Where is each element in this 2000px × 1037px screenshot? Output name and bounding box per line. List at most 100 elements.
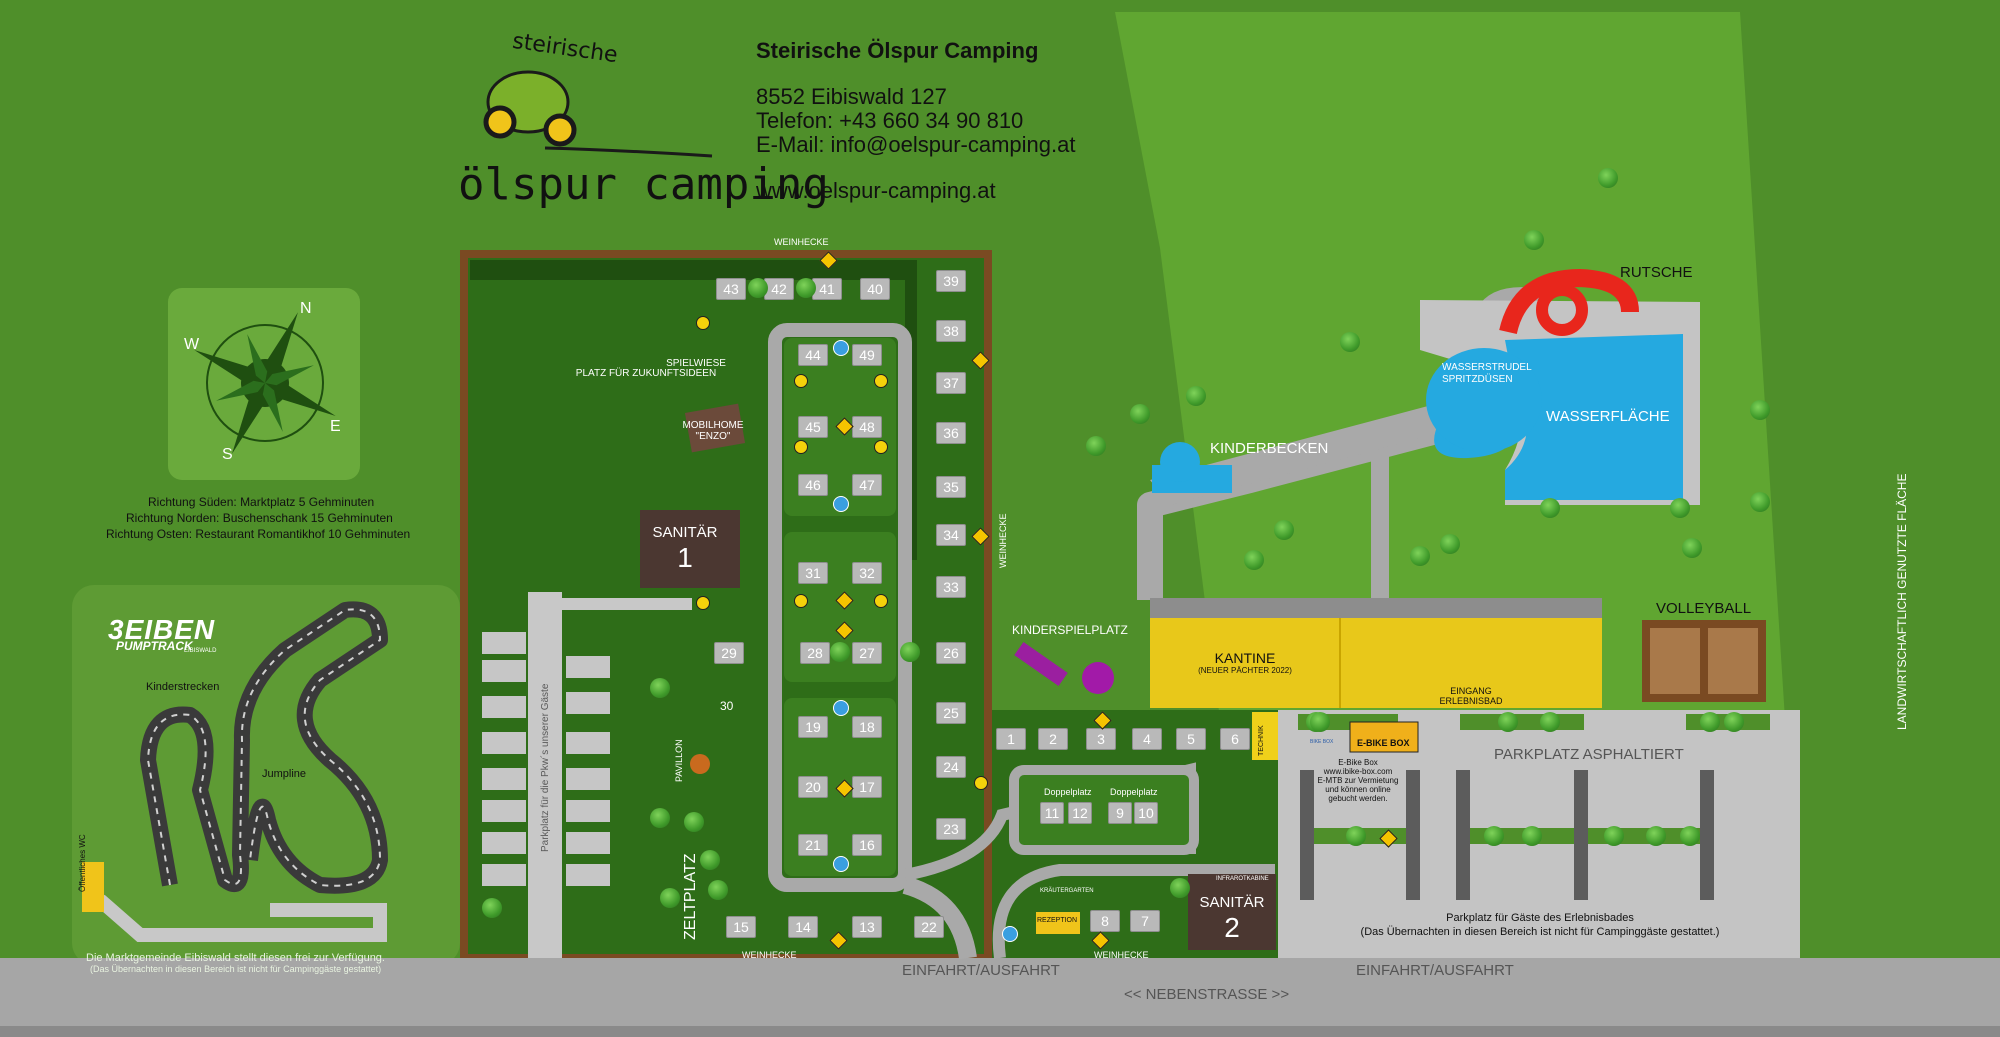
pitch-44[interactable]: 44 bbox=[798, 344, 828, 366]
pitch-13[interactable]: 13 bbox=[852, 916, 882, 938]
logo-graphic bbox=[483, 70, 713, 158]
pitch-6[interactable]: 6 bbox=[1220, 728, 1250, 750]
pitch-7[interactable]: 7 bbox=[1130, 910, 1160, 932]
camping-title: Steirische Ölspur Camping bbox=[756, 38, 1039, 63]
pitch-21[interactable]: 21 bbox=[798, 834, 828, 856]
tree bbox=[1310, 712, 1330, 732]
pitch-1[interactable]: 1 bbox=[996, 728, 1026, 750]
pitch-29[interactable]: 29 bbox=[714, 642, 744, 664]
playground-circle bbox=[1082, 662, 1114, 694]
tree bbox=[1522, 826, 1542, 846]
sanitaer-2-number: 2 bbox=[1224, 912, 1240, 943]
pitch-46[interactable]: 46 bbox=[798, 474, 828, 496]
pumptrack-note-2: (Das Übernachten in diesen Bereich ist n… bbox=[90, 964, 382, 974]
pitch-41[interactable]: 41 bbox=[812, 278, 842, 300]
weinhecke-bottom-1: WEINHECKE bbox=[742, 950, 797, 960]
tree bbox=[1680, 826, 1700, 846]
kantine bbox=[1150, 618, 1602, 708]
spritzduesen-label: SPRITZDÜSEN bbox=[1442, 374, 1513, 385]
website[interactable]: www.oelspur-camping.at bbox=[756, 178, 996, 203]
pitch-35[interactable]: 35 bbox=[936, 476, 966, 498]
weinhecke-top: WEINHECKE bbox=[774, 237, 829, 247]
pitch-37[interactable]: 37 bbox=[936, 372, 966, 394]
info-point-icon bbox=[794, 594, 808, 608]
sanitaer-2 bbox=[1188, 874, 1276, 950]
pitch-49[interactable]: 49 bbox=[852, 344, 882, 366]
wasserflaeche-label: WASSERFLÄCHE bbox=[1546, 408, 1670, 425]
info-point-icon bbox=[794, 440, 808, 454]
phone[interactable]: Telefon: +43 660 34 90 810 bbox=[756, 108, 1024, 133]
tree bbox=[482, 898, 502, 918]
pitch-9[interactable]: 9 bbox=[1108, 802, 1132, 824]
pitch-22[interactable]: 22 bbox=[914, 916, 944, 938]
tree bbox=[900, 642, 920, 662]
doppelplatz-1: Doppelplatz bbox=[1044, 787, 1092, 797]
pitch-43[interactable]: 43 bbox=[716, 278, 746, 300]
technik bbox=[1252, 712, 1278, 760]
pitch-11[interactable]: 11 bbox=[1040, 802, 1064, 824]
pitch-38[interactable]: 38 bbox=[936, 320, 966, 342]
ebike-info-4: und können online bbox=[1325, 785, 1391, 794]
pitch-17[interactable]: 17 bbox=[852, 776, 882, 798]
pitch-10[interactable]: 10 bbox=[1134, 802, 1158, 824]
pitch-30: 30 bbox=[720, 699, 734, 713]
pitch-2[interactable]: 2 bbox=[1038, 728, 1068, 750]
bicycle-icon bbox=[833, 856, 849, 872]
tree bbox=[1484, 826, 1504, 846]
pitch-16[interactable]: 16 bbox=[852, 834, 882, 856]
zeltplatz-label: ZELTPLATZ bbox=[682, 853, 699, 940]
pitch-32[interactable]: 32 bbox=[852, 562, 882, 584]
pitch-39[interactable]: 39 bbox=[936, 270, 966, 292]
tree bbox=[650, 808, 670, 828]
tree bbox=[660, 888, 680, 908]
pitch-34[interactable]: 34 bbox=[936, 524, 966, 546]
pitch-28[interactable]: 28 bbox=[800, 642, 830, 664]
pitch-45[interactable]: 45 bbox=[798, 416, 828, 438]
pitch-5[interactable]: 5 bbox=[1176, 728, 1206, 750]
pitch-26[interactable]: 26 bbox=[936, 642, 966, 664]
pitch-42[interactable]: 42 bbox=[764, 278, 794, 300]
pitch-12[interactable]: 12 bbox=[1068, 802, 1092, 824]
playground-equipment bbox=[1014, 641, 1068, 687]
pitch-24[interactable]: 24 bbox=[936, 756, 966, 778]
rutsche-loop bbox=[1536, 284, 1588, 336]
pitch-19[interactable]: 19 bbox=[798, 716, 828, 738]
pitch-48[interactable]: 48 bbox=[852, 416, 882, 438]
wc-building bbox=[82, 862, 104, 912]
tree bbox=[1700, 712, 1720, 732]
pitch-23[interactable]: 23 bbox=[936, 818, 966, 840]
tree bbox=[684, 812, 704, 832]
technik-label: TECHNIK bbox=[1258, 725, 1265, 756]
info-point-icon bbox=[974, 776, 988, 790]
pitch-33[interactable]: 33 bbox=[936, 576, 966, 598]
tree bbox=[1340, 332, 1360, 352]
email[interactable]: E-Mail: info@oelspur-camping.at bbox=[756, 132, 1076, 157]
pitch-20[interactable]: 20 bbox=[798, 776, 828, 798]
pitch-27[interactable]: 27 bbox=[852, 642, 882, 664]
pitch-14[interactable]: 14 bbox=[788, 916, 818, 938]
pitch-25[interactable]: 25 bbox=[936, 702, 966, 724]
pitch-47[interactable]: 47 bbox=[852, 474, 882, 496]
hedge-top bbox=[470, 260, 906, 280]
pitch-3[interactable]: 3 bbox=[1086, 728, 1116, 750]
pitch-4[interactable]: 4 bbox=[1132, 728, 1162, 750]
wc-label: Öffentliches WC bbox=[78, 834, 87, 892]
pumptrack-path bbox=[95, 894, 387, 942]
pumptrack-track-inner bbox=[146, 608, 382, 887]
rezeption-label: REZEPTION bbox=[1037, 917, 1078, 924]
tree bbox=[1086, 436, 1106, 456]
ebike-info-5: gebucht werden. bbox=[1328, 794, 1388, 803]
bicycle-icon bbox=[833, 496, 849, 512]
pitch-15[interactable]: 15 bbox=[726, 916, 756, 938]
compass-w: W bbox=[184, 336, 200, 353]
pitch-18[interactable]: 18 bbox=[852, 716, 882, 738]
tree bbox=[1440, 534, 1460, 554]
pitch-8[interactable]: 8 bbox=[1090, 910, 1120, 932]
pitch-31[interactable]: 31 bbox=[798, 562, 828, 584]
pitch-36[interactable]: 36 bbox=[936, 422, 966, 444]
pitch-40[interactable]: 40 bbox=[860, 278, 890, 300]
road-reception bbox=[992, 864, 1275, 959]
parking-islands bbox=[1300, 770, 1714, 900]
direction-nord: Richtung Norden: Buschenschank 15 Gehmin… bbox=[126, 511, 393, 525]
